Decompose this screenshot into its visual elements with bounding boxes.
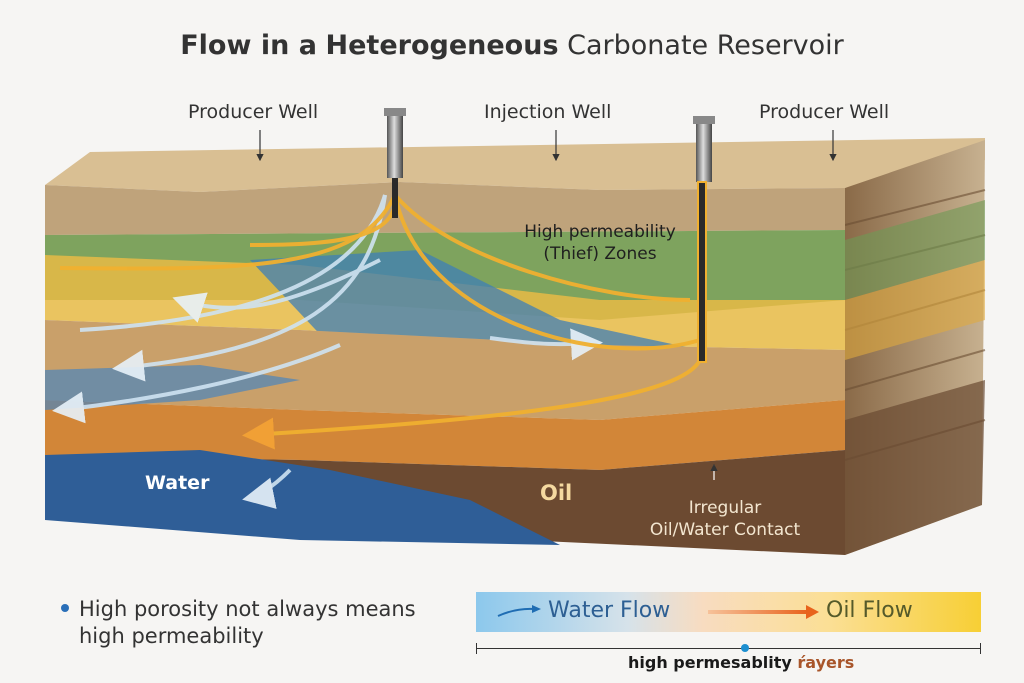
- scale-label-2: ŕayers: [797, 653, 855, 672]
- oil-arrow-icon: [708, 605, 819, 619]
- producer-well: [693, 116, 715, 363]
- oil-flow-lines: [59, 193, 702, 450]
- layer-water-zone: [45, 450, 560, 545]
- label-pointers: [256, 130, 837, 480]
- title-part-1: Flow in a: [180, 30, 317, 61]
- permeability-scale: [476, 643, 981, 654]
- layer-orange-oil: [45, 400, 845, 470]
- bullet-line-1: High porosity not always means: [79, 597, 416, 621]
- page-title: Flow in a Heterogeneous Carbonate Reserv…: [0, 30, 1024, 61]
- thief-zone-line-1: High permeability: [524, 222, 676, 242]
- title-part-2: Heterogeneous: [325, 30, 559, 61]
- bullet-dot: [61, 604, 69, 612]
- scale-label-1: high permesablity: [628, 653, 792, 672]
- scale-label: high permesablity ŕayers: [628, 653, 854, 672]
- right-producer-well-label: Producer Well: [759, 101, 890, 123]
- contact-line-2: Oil/Water Contact: [649, 520, 801, 540]
- contact-line-1: Irregular: [688, 498, 762, 518]
- surface-top: [45, 138, 985, 192]
- water-flow-label: Water Flow: [548, 598, 671, 623]
- bullet-line-2: high permeability: [79, 624, 264, 648]
- thief-zone-label: High permeability (Thief) Zones: [500, 221, 700, 265]
- oil-flow-label: Oil Flow: [826, 598, 913, 623]
- layer-topsoil: [45, 182, 845, 235]
- title-part-3: Carbonate Reservoir: [567, 30, 844, 61]
- oil-label: Oil: [540, 481, 573, 505]
- injection-well-label: Injection Well: [484, 101, 612, 123]
- flow-legend: Water Flow Oil Flow: [476, 592, 981, 632]
- contact-label: Irregular Oil/Water Contact: [625, 497, 825, 541]
- left-producer-well-label: Producer Well: [188, 101, 319, 123]
- injection-well: [384, 108, 406, 218]
- water-label: Water: [145, 472, 210, 494]
- bullet-note: High porosity not always means high perm…: [79, 596, 416, 650]
- water-arrow-icon: [497, 605, 541, 617]
- scale-marker: [741, 644, 749, 652]
- thief-zone-line-2: (Thief) Zones: [543, 244, 657, 264]
